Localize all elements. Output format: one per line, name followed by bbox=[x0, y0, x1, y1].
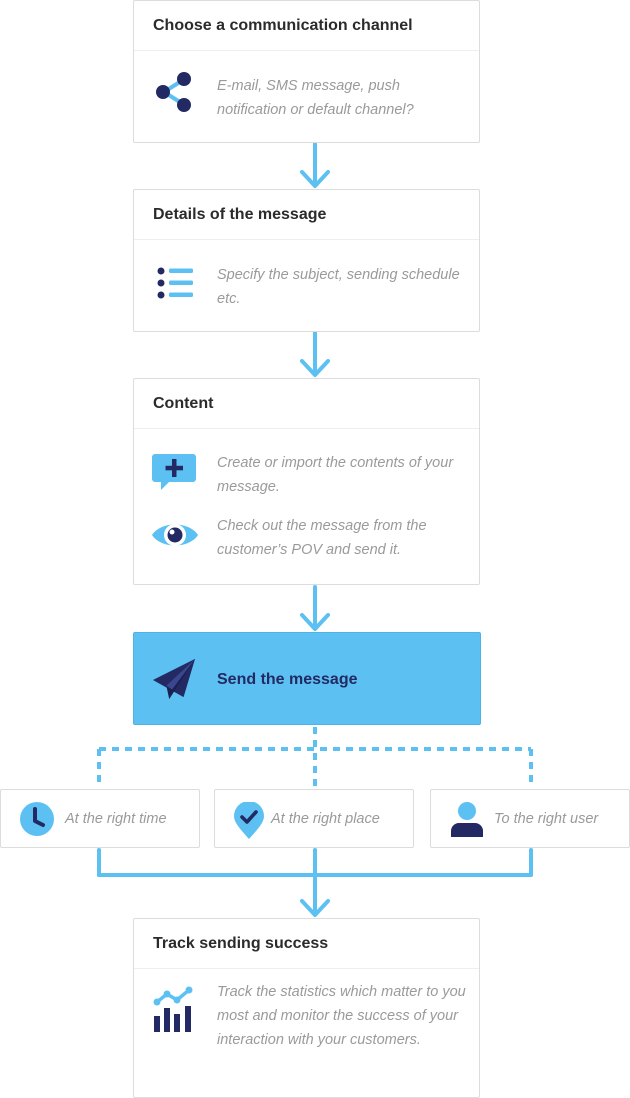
target-time-chip: At the right time bbox=[0, 789, 200, 848]
target-user-chip: To the right user bbox=[430, 789, 630, 848]
step-channel-title: Choose a communication channel bbox=[134, 1, 479, 51]
paper-plane-icon bbox=[152, 658, 196, 700]
share-icon bbox=[156, 72, 191, 112]
add-comment-icon bbox=[152, 454, 196, 490]
target-user-label: To the right user bbox=[494, 811, 599, 827]
location-pin-icon bbox=[234, 802, 264, 839]
statistics-chart-icon bbox=[153, 986, 193, 1032]
step-details-description: Specify the subject, sending schedule et… bbox=[217, 267, 460, 307]
step-track-description: Track the statistics which matter to you… bbox=[217, 984, 466, 1048]
list-icon bbox=[157, 267, 193, 299]
eye-icon bbox=[152, 524, 198, 546]
arrow-head-icon bbox=[300, 359, 330, 377]
target-time-label: At the right time bbox=[65, 811, 167, 827]
arrow-head-icon bbox=[300, 170, 330, 188]
step-details-title: Details of the message bbox=[134, 190, 479, 240]
user-icon bbox=[451, 802, 483, 837]
step-content-title: Content bbox=[134, 379, 479, 429]
step-content-preview-description: Check out the message from the customer’… bbox=[217, 518, 427, 558]
step-channel-card: Choose a communication channel E-mail, S… bbox=[133, 0, 480, 143]
step-content-card: Content Create or import the contents of… bbox=[133, 378, 480, 585]
clock-icon bbox=[20, 802, 54, 836]
step-channel-description: E-mail, SMS message, push notification o… bbox=[217, 78, 414, 118]
arrow-head-icon bbox=[300, 613, 330, 631]
target-place-chip: At the right place bbox=[214, 789, 414, 848]
send-message-step: Send the message bbox=[133, 632, 481, 725]
step-details-card: Details of the message Specify the subje… bbox=[133, 189, 480, 332]
target-place-label: At the right place bbox=[271, 811, 380, 827]
arrow-head-icon bbox=[300, 899, 330, 917]
step-track-title: Track sending success bbox=[134, 919, 479, 969]
step-track-card: Track sending success Track the statisti… bbox=[133, 918, 480, 1098]
step-content-create-description: Create or import the contents of your me… bbox=[217, 455, 454, 495]
send-message-label: Send the message bbox=[217, 671, 358, 688]
